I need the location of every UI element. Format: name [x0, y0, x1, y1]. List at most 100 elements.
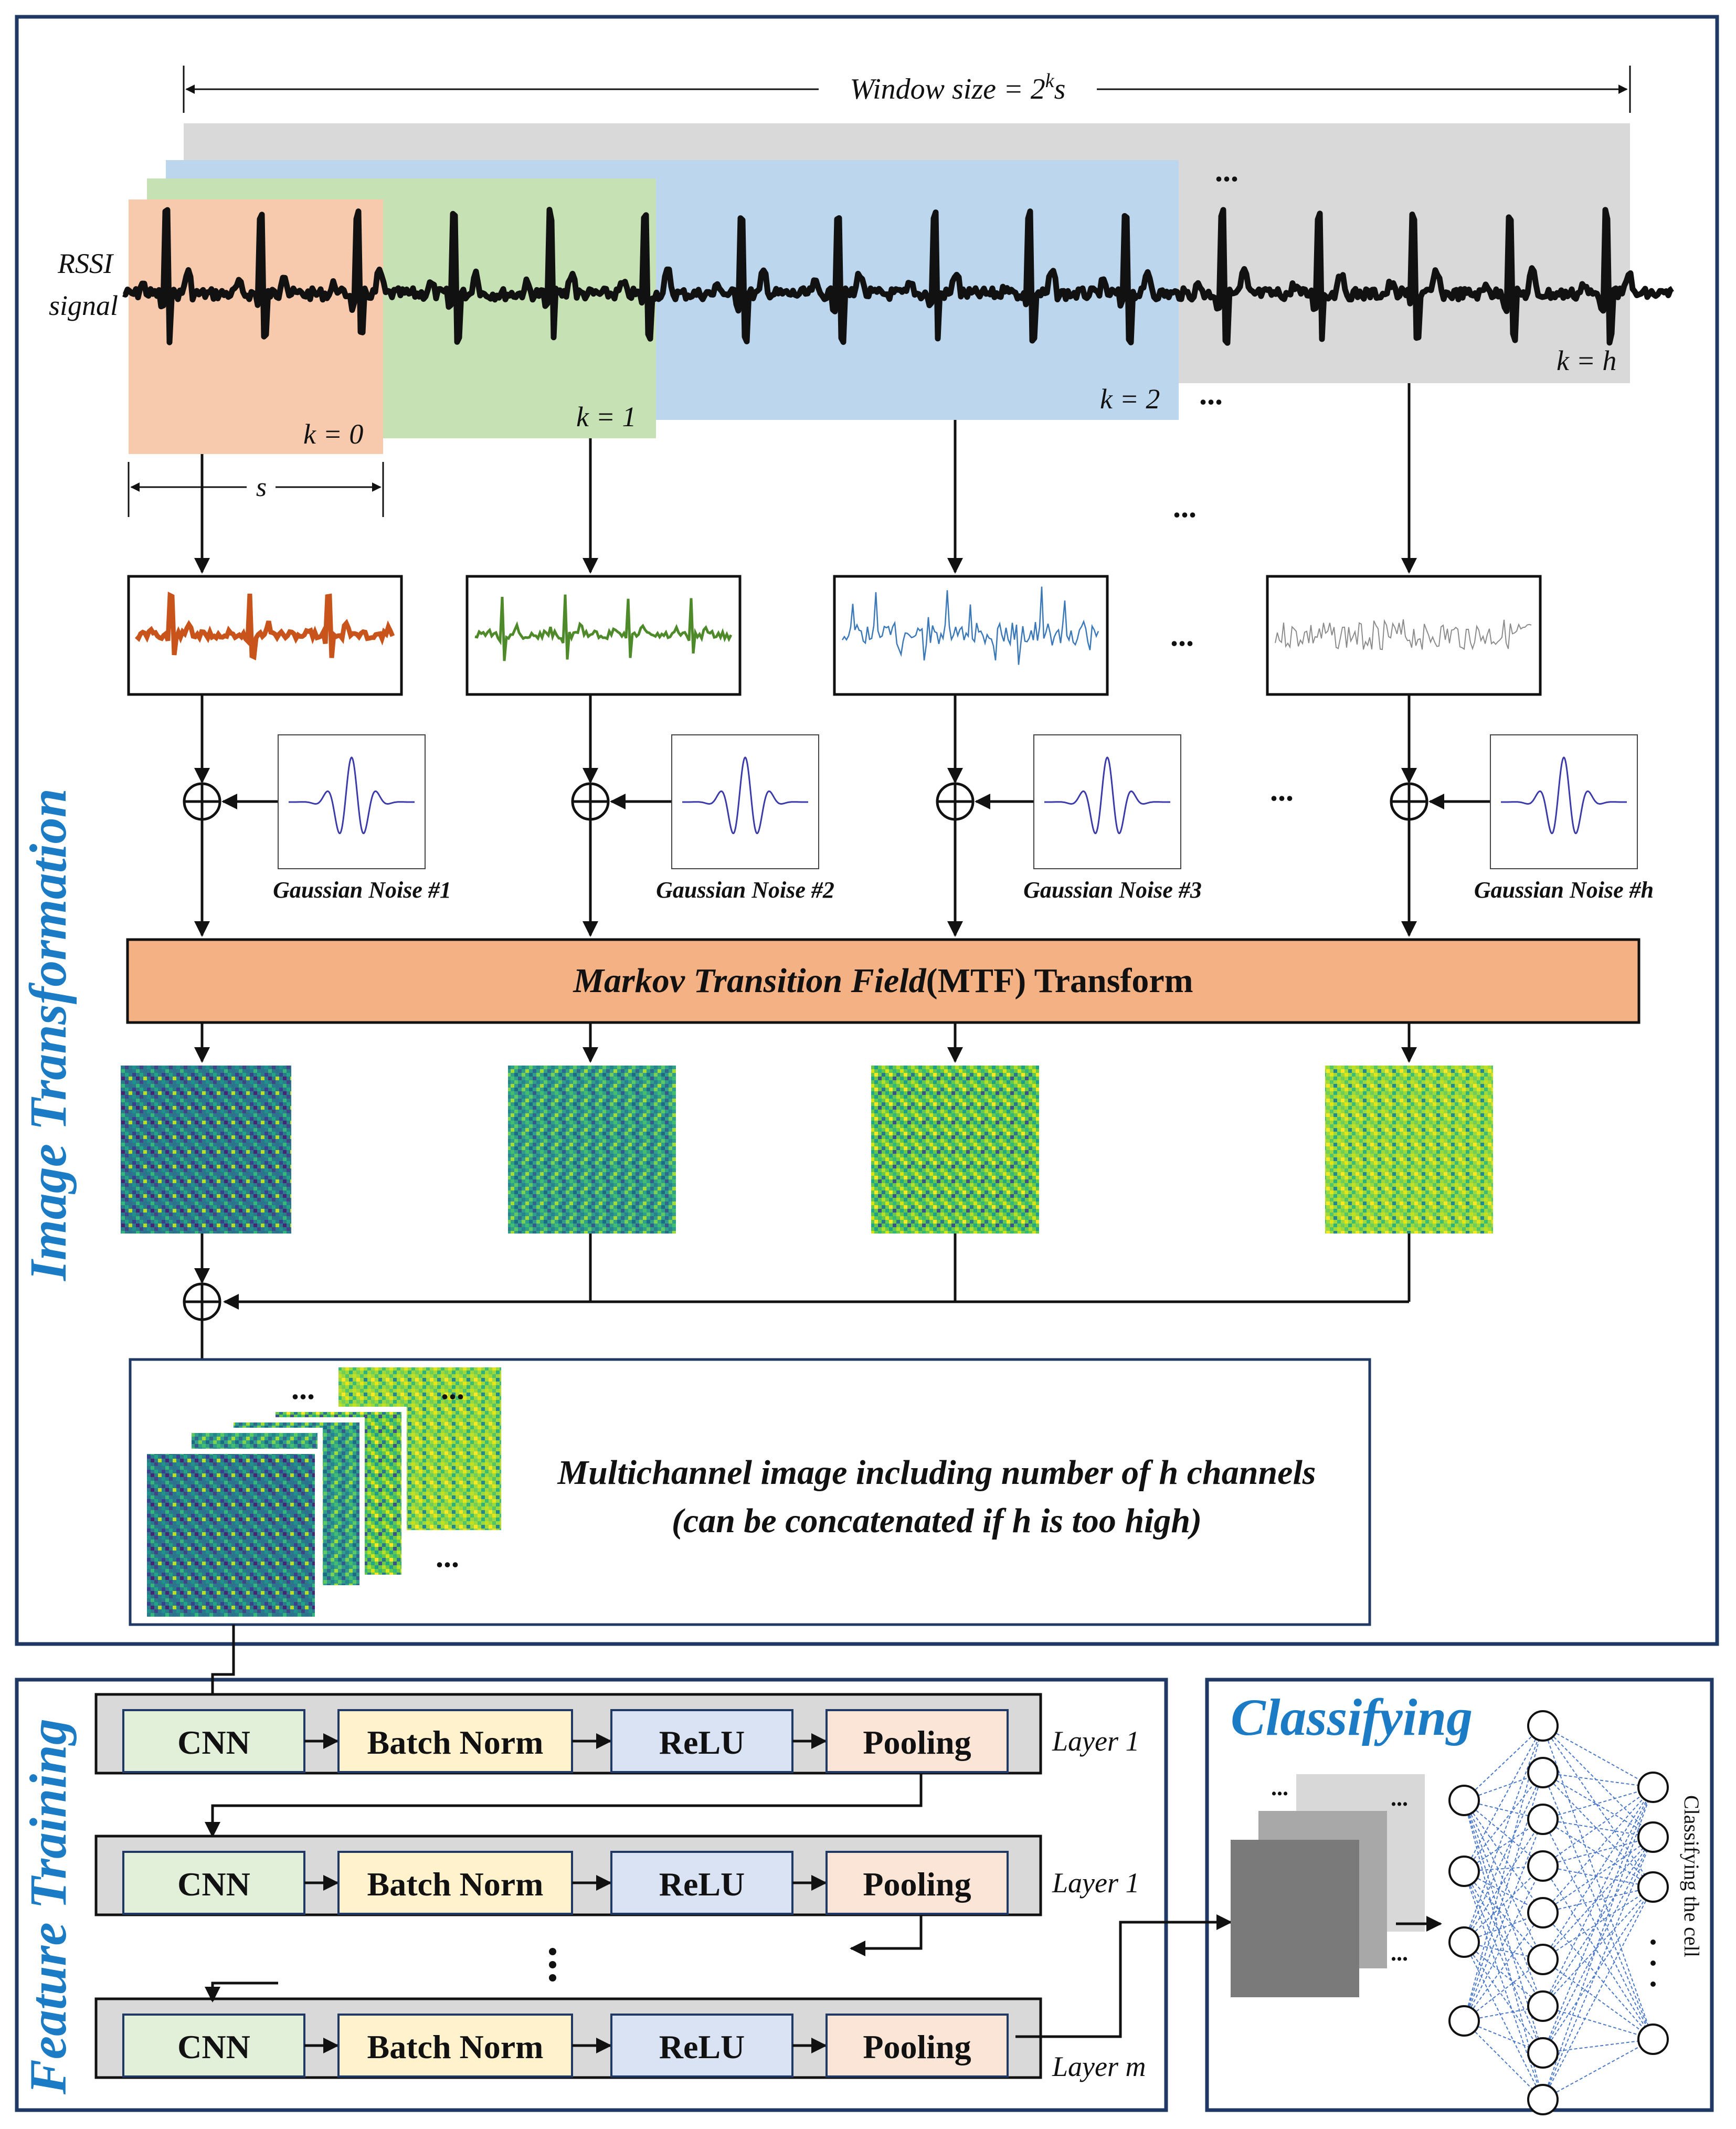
- section-title-classifying: Classifying: [1231, 1688, 1473, 1746]
- layer-3-block-relu: ReLU: [610, 2014, 793, 2078]
- nn-node-hidden-4: [1527, 1897, 1559, 1928]
- layer-label-2: Layer 1: [1052, 1867, 1139, 1899]
- multichannel-caption: Multichannel image including number of h…: [504, 1449, 1370, 1545]
- arrow-layer2-out: [850, 1915, 923, 1956]
- nn-node-output-1: [1637, 1821, 1669, 1853]
- mtf-transform-bar: [126, 938, 1640, 1024]
- gaussian-wavelet-2: [682, 756, 808, 835]
- block-label: Batch Norm: [367, 1865, 544, 1903]
- block-label: CNN: [177, 1865, 250, 1903]
- block-label: ReLU: [659, 2028, 745, 2065]
- feature-training-frame: [15, 1678, 1168, 2112]
- gaussian-noise-box-h: [1490, 734, 1638, 869]
- multichannel-caption-line2: (can be concatenated if h is too high): [671, 1502, 1202, 1540]
- combine-oplus: [183, 1282, 221, 1321]
- section-title-feature-training: Feature Training: [19, 1719, 77, 2095]
- nn-node-hidden-5: [1527, 1944, 1559, 1975]
- nn-output-ellipsis-dot: [1650, 1982, 1656, 1987]
- layer-2-block-pooling: Pooling: [825, 1851, 1009, 1915]
- nn-node-input-0: [1448, 1785, 1480, 1816]
- arrow-into-layerm: [205, 1982, 278, 2002]
- ellipsis-stack-inner: ...: [441, 1371, 464, 1406]
- segment-box-1: [465, 575, 742, 696]
- block-label: Batch Norm: [367, 2028, 544, 2065]
- k-label-0: k = 0: [303, 418, 363, 450]
- gaussian-wavelet-3: [1044, 756, 1170, 835]
- image-transformation-frame: [15, 15, 1719, 1646]
- layer-label-3: Layer m: [1052, 2051, 1146, 2082]
- nn-node-hidden-7: [1527, 2037, 1559, 2069]
- nn-node-input-1: [1448, 1856, 1480, 1887]
- section-title-image-transformation: Image Transformation: [19, 788, 77, 1281]
- oplus-3: [936, 782, 975, 821]
- k-label-2: k = 2: [1100, 383, 1160, 415]
- nn-node-hidden-2: [1527, 1804, 1559, 1835]
- ellipsis-fmap-top: ...: [1271, 1775, 1288, 1800]
- layer-1-block-pooling: Pooling: [825, 1709, 1009, 1773]
- layer-label-1: Layer 1: [1052, 1725, 1139, 1757]
- mtf-label-italic: Markov Transition Field: [573, 962, 926, 1000]
- oplus-h: [1390, 782, 1428, 821]
- segment-signal-2: [841, 586, 1099, 665]
- block-label: CNN: [177, 1724, 250, 1761]
- noise-label-3: Gaussian Noise #3: [1023, 877, 1202, 903]
- ellipsis-segments: ...: [1170, 618, 1194, 652]
- mtf-image-0: [121, 1066, 291, 1234]
- multichannel-stack: [142, 1362, 506, 1622]
- nn-node-input-3: [1448, 2005, 1480, 2037]
- block-label: Pooling: [863, 2028, 971, 2065]
- rssi-label-line2: signal: [49, 290, 118, 321]
- noise-label-h: Gaussian Noise #h: [1474, 877, 1654, 903]
- nn-connections: [1464, 1725, 1654, 2100]
- segment-box-h: [1266, 575, 1542, 696]
- ellipsis-fmap-bottom: ...: [1391, 1940, 1408, 1966]
- layer-2: CNN Batch Norm ReLU Pooling: [94, 1835, 1042, 1916]
- nn-node-hidden-1: [1527, 1757, 1559, 1788]
- neural-network: [1448, 1710, 1669, 2115]
- layer-gap-dot-1: [549, 1948, 556, 1955]
- nn-node-hidden-3: [1527, 1850, 1559, 1882]
- gaussian-noise-box-2: [671, 734, 819, 869]
- block-label: Pooling: [863, 1865, 971, 1903]
- block-label: ReLU: [659, 1865, 745, 1903]
- oplus-2: [571, 782, 610, 821]
- mtf-label-rest: (MTF) Transform: [926, 962, 1193, 1000]
- layer-3-block-pooling: Pooling: [825, 2014, 1009, 2078]
- k-label-1: k = 1: [576, 401, 636, 433]
- noise-label-1: Gaussian Noise #1: [273, 877, 451, 903]
- classifying-frame: [1205, 1678, 1714, 2112]
- nn-node-hidden-8: [1527, 2084, 1559, 2115]
- layer-1-block-batch-norm: Batch Norm: [337, 1709, 573, 1773]
- s-label: s: [256, 472, 267, 502]
- layer-3-block-batch-norm: Batch Norm: [337, 2014, 573, 2078]
- nn-output-ellipsis-dot: [1650, 1940, 1656, 1945]
- oplus-1: [183, 782, 221, 821]
- layer-2-block-cnn: CNN: [122, 1851, 305, 1915]
- mtf-image-2: [871, 1066, 1039, 1234]
- gaussian-noise-box-1: [278, 734, 426, 869]
- ellipsis-fmap-right: ...: [1391, 1785, 1408, 1811]
- block-label: Batch Norm: [367, 1724, 544, 1761]
- segment-signal-h: [1275, 619, 1532, 650]
- gaussian-wavelet-1: [289, 756, 415, 835]
- nn-node-output-0: [1637, 1772, 1669, 1803]
- arrow-layer1-to-layer2: [205, 1773, 923, 1838]
- block-label: ReLU: [659, 1724, 745, 1761]
- classifier-output-label: Classifying the cell: [1680, 1795, 1703, 1957]
- gaussian-wavelet-h: [1501, 756, 1627, 835]
- rssi-signal-trace: [122, 207, 1674, 346]
- layer-gap-dot-2: [549, 1961, 556, 1968]
- segment-box-2: [833, 575, 1109, 696]
- ellipsis-stack-top: ...: [291, 1371, 315, 1406]
- arrow-layerm-to-classifier: [1015, 1914, 1232, 2038]
- mtf-image-h: [1325, 1066, 1493, 1234]
- layer-2-block-batch-norm: Batch Norm: [337, 1851, 573, 1915]
- classifier-feature-maps: [1231, 1774, 1425, 1997]
- layer-1: CNN Batch Norm ReLU Pooling: [94, 1693, 1042, 1775]
- nn-node-output-2: [1637, 1871, 1669, 1903]
- layer-2-block-relu: ReLU: [610, 1851, 793, 1915]
- layer-gap-dot-3: [549, 1974, 556, 1982]
